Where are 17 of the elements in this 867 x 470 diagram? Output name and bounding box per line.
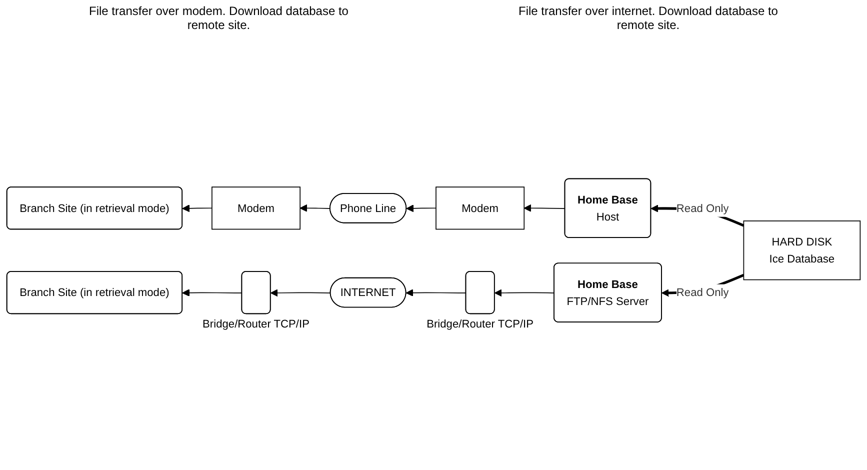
- arrow: [182, 204, 212, 212]
- node-box: Modem: [436, 186, 525, 230]
- arrow: [182, 289, 243, 297]
- arrow: [270, 289, 332, 297]
- node-box: Modem: [212, 186, 301, 230]
- arrow: [524, 204, 566, 212]
- edge-label: Read Only: [676, 286, 729, 299]
- arrow: [406, 289, 467, 297]
- arrow: [494, 289, 555, 297]
- note-text: File transfer over internet. Download database to remote site.: [518, 4, 778, 32]
- arrow: [406, 204, 436, 212]
- edge-label: Read Only: [676, 202, 729, 214]
- note-text: File transfer over modem. Download database to remote site.: [88, 4, 349, 32]
- device-caption: Bridge/Router TCP/IP: [426, 318, 534, 330]
- node-box: HARD DISK Ice Database: [743, 220, 861, 280]
- arrow: [300, 204, 331, 212]
- device-caption: Bridge/Router TCP/IP: [202, 318, 310, 330]
